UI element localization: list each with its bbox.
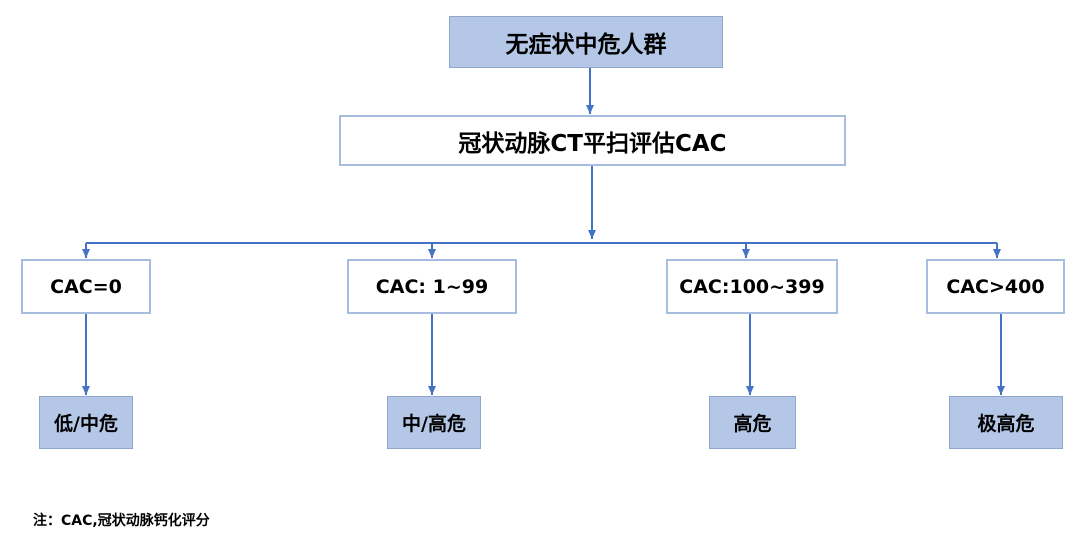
risk-node-low-mid: 低/中危 [39,396,133,449]
root-node: 无症状中危人群 [449,16,723,68]
category-node-cac0: CAC=0 [21,259,151,314]
risk-node-high: 高危 [709,396,796,449]
risk-node-very-high: 极高危 [949,396,1063,449]
category-node-cac400: CAC>400 [926,259,1065,314]
footnote: 注：CAC,冠状动脉钙化评分 [33,513,210,529]
risk-node-mid-high: 中/高危 [387,396,481,449]
category-node-cac100-399: CAC:100~399 [666,259,838,314]
category-node-cac1-99: CAC: 1~99 [347,259,517,314]
assessment-node: 冠状动脉CT平扫评估CAC [339,115,846,166]
